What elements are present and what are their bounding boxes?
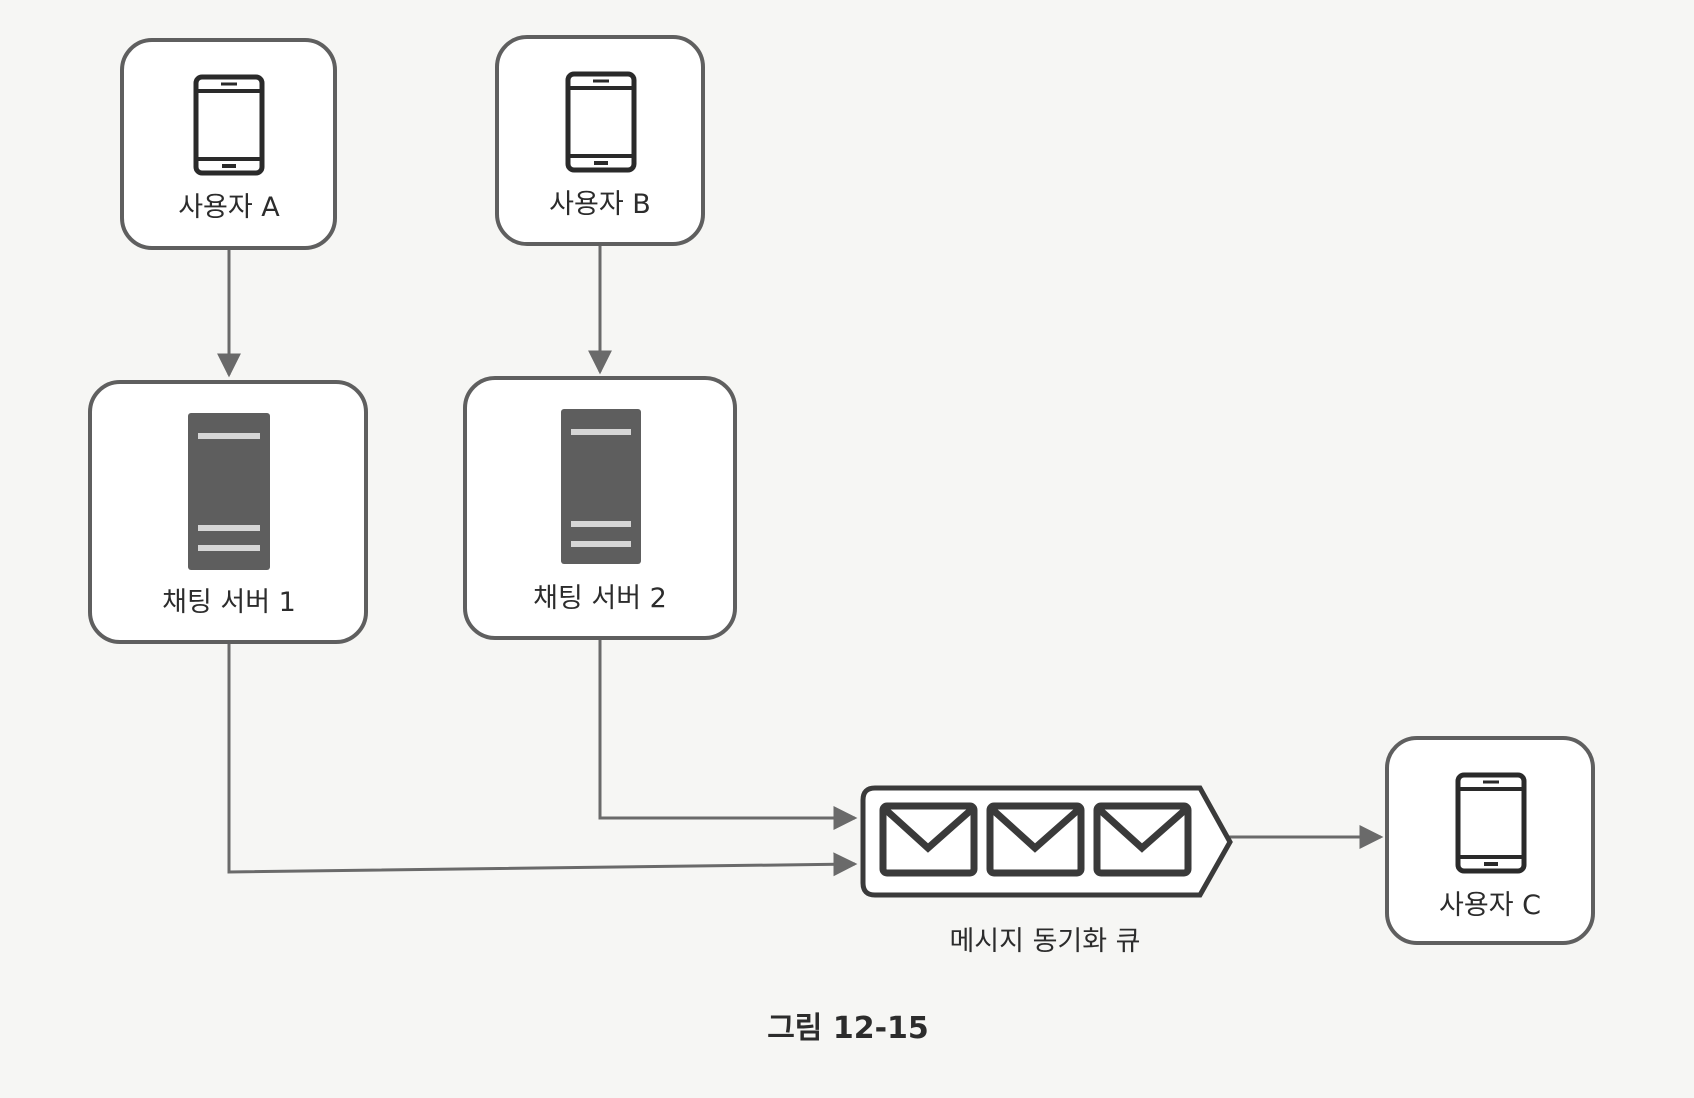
node-user-c: 사용자 C [1385,736,1595,945]
edge-server-1-to-queue [227,644,858,877]
envelope-icon [1093,802,1192,877]
envelope-icon [986,802,1085,877]
queue-label: 메시지 동기화 큐 [949,926,1140,957]
envelope-icon [879,802,978,877]
user-a-label: 사용자 A [178,192,280,223]
user-b-label: 사용자 B [549,189,651,220]
server-icon [561,409,641,564]
edge-server-2-to-queue [598,640,858,830]
smartphone-icon [565,71,637,173]
user-c-label: 사용자 C [1439,890,1541,921]
server-1-label: 채팅 서버 1 [162,587,296,618]
node-server-2: 채팅 서버 2 [463,376,737,640]
server-2-label: 채팅 서버 2 [533,583,667,614]
node-server-1: 채팅 서버 1 [88,380,368,644]
node-user-a: 사용자 A [120,38,337,250]
figure-caption: 그림 12-15 [767,1011,929,1046]
edges [217,246,1384,877]
smartphone-icon [193,74,265,176]
node-queue: 메시지 동기화 큐 [860,785,1233,957]
smartphone-icon [1455,772,1527,874]
server-icon [188,413,270,570]
node-user-b: 사용자 B [495,35,705,246]
